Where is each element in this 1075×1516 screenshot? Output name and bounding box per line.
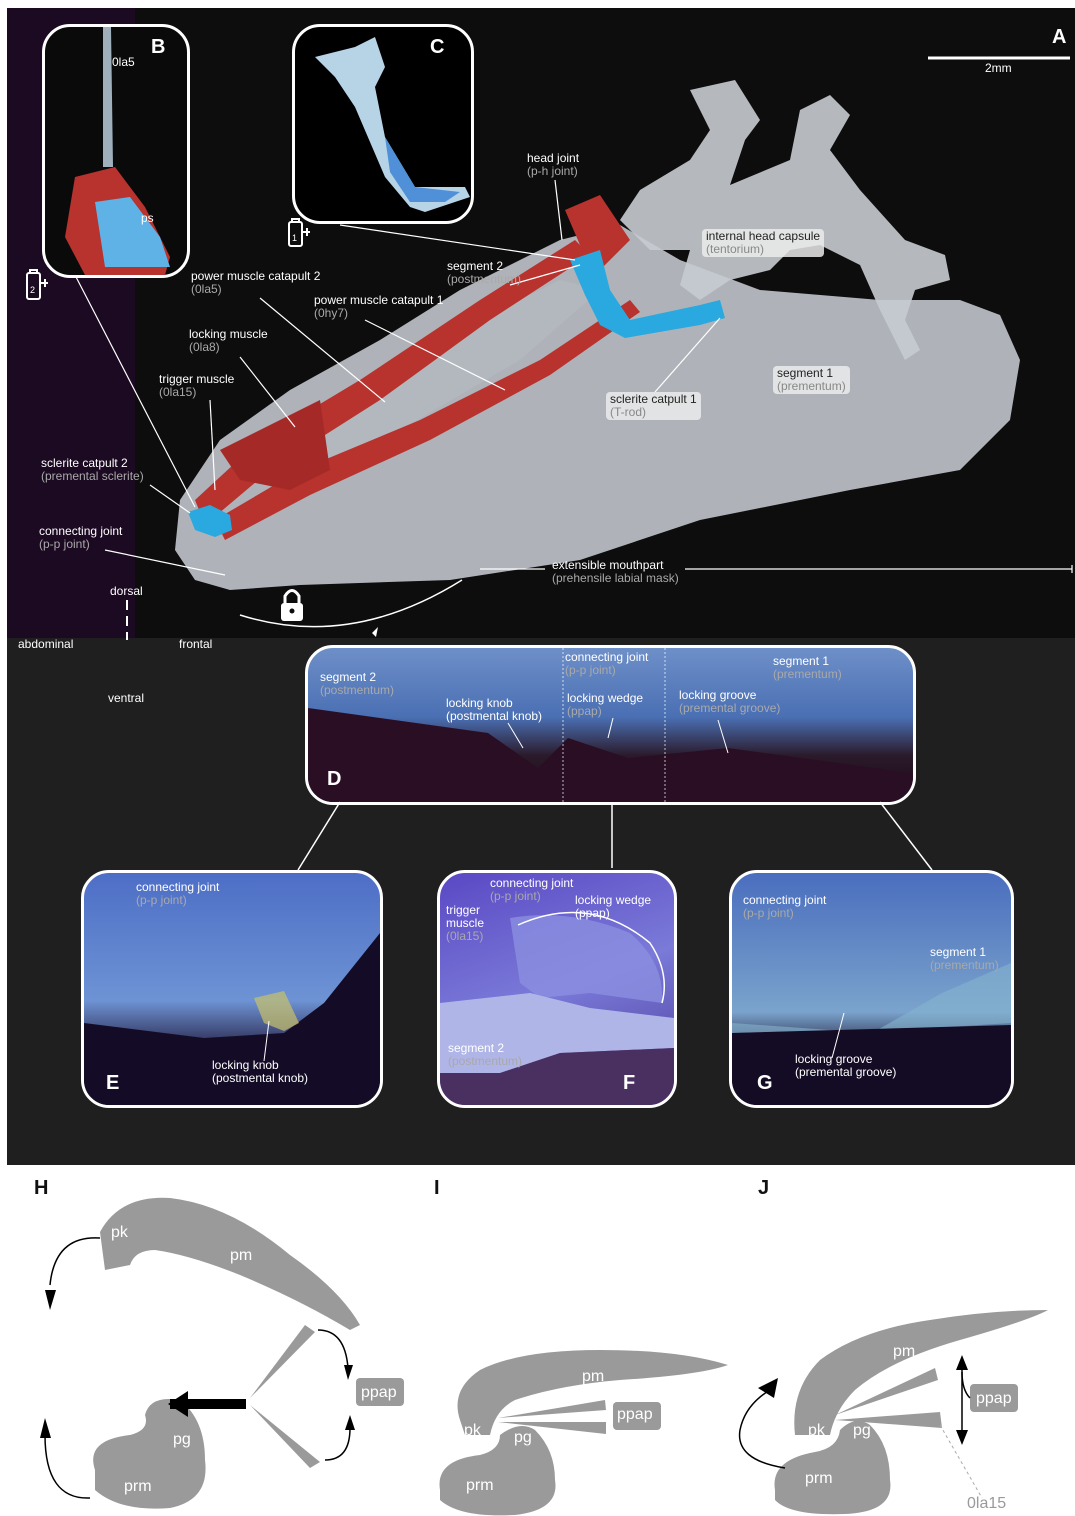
e-label-locking-knob: locking knob (postmental knob) <box>212 1059 308 1085</box>
h-wedge-top <box>250 1325 315 1398</box>
j-label-0la15: 0la15 <box>967 1495 1006 1513</box>
j-label-prm: prm <box>805 1470 833 1488</box>
j-label-ppap: ppap <box>976 1390 1012 1408</box>
i-label-ppap: ppap <box>617 1406 653 1424</box>
f-label-connecting-joint: connecting joint (p-p joint) <box>490 877 573 903</box>
h-label-prm: prm <box>124 1478 152 1496</box>
schematic-h <box>0 1190 420 1516</box>
panel-letter-g: G <box>757 1072 773 1095</box>
f-label-segment-2: segment 2 (postmentum) <box>448 1042 522 1068</box>
i-label-prm: prm <box>466 1477 494 1495</box>
g-label-segment-1: segment 1 (prementum) <box>930 946 999 972</box>
h-label-pk: pk <box>111 1224 128 1242</box>
schematic-i <box>420 1190 750 1516</box>
e-label-connecting-joint: connecting joint (p-p joint) <box>136 881 219 907</box>
i-label-pm: pm <box>582 1368 604 1386</box>
i-label-pk: pk <box>464 1422 481 1440</box>
f-label-locking-wedge: locking wedge (ppap) <box>575 894 651 920</box>
j-prementum-shape <box>775 1421 891 1514</box>
g-label-locking-groove: locking groove (premental groove) <box>795 1053 896 1079</box>
h-wedge-bottom <box>250 1405 320 1468</box>
panel-letter-f: F <box>623 1072 635 1095</box>
h-label-pm: pm <box>230 1247 252 1265</box>
j-label-pg: pg <box>853 1422 871 1440</box>
panel-d-connectors <box>0 0 1075 900</box>
panel-letter-e: E <box>106 1072 119 1095</box>
h-label-pg: pg <box>173 1431 191 1449</box>
i-label-pg: pg <box>514 1429 532 1447</box>
i-prementum-shape <box>440 1426 556 1515</box>
f-label-trigger-muscle: trigger muscle (0la15) <box>446 904 496 943</box>
h-label-ppap: ppap <box>361 1384 397 1402</box>
j-label-pk: pk <box>808 1422 825 1440</box>
g-label-connecting-joint: connecting joint (p-p joint) <box>743 894 826 920</box>
j-label-pm: pm <box>893 1343 915 1361</box>
i-wedge-top <box>498 1400 606 1418</box>
